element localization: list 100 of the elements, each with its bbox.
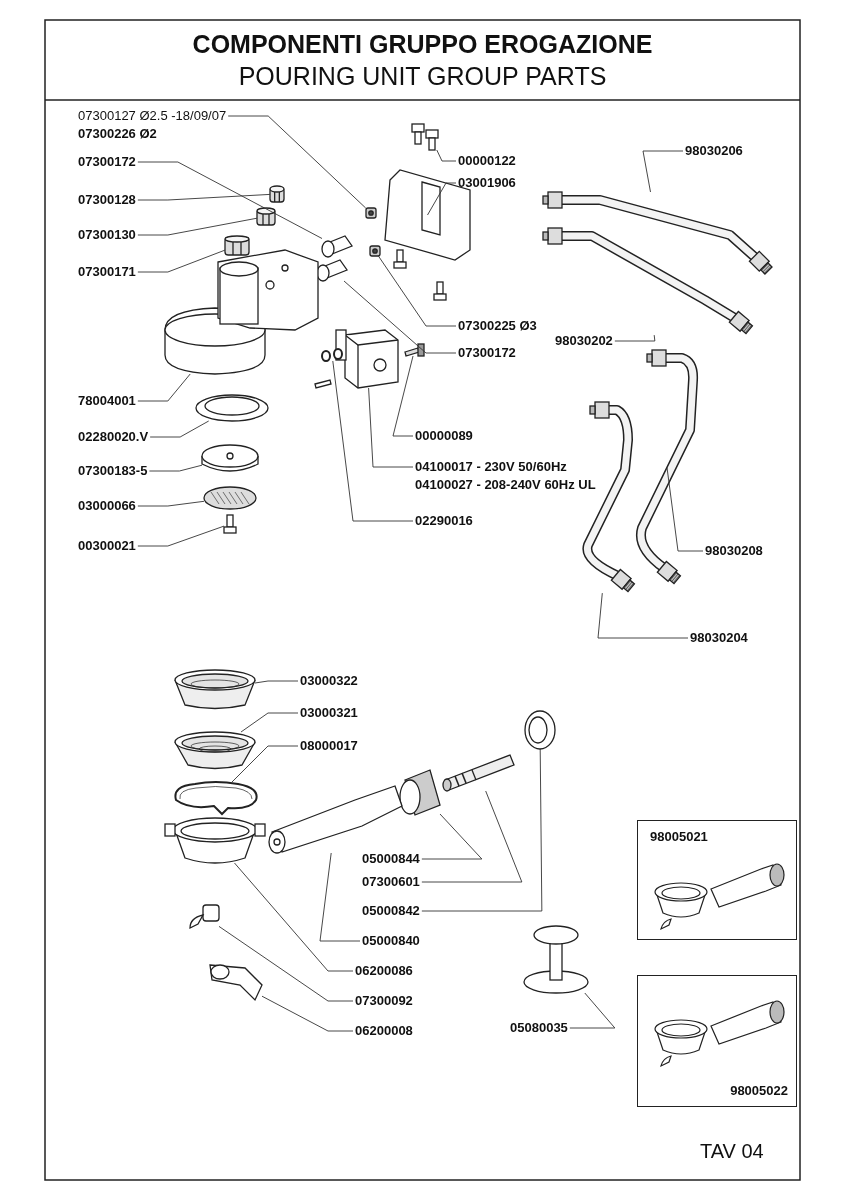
leader-line	[240, 712, 299, 733]
leader-line	[666, 467, 704, 552]
part-number: 08000017	[300, 737, 358, 755]
part-number: 07300172	[458, 344, 516, 362]
part-number: 98005022	[730, 1083, 788, 1098]
leader-line	[137, 161, 323, 239]
screw-drawing	[223, 514, 237, 534]
leader-line	[231, 745, 299, 783]
screw-drawing	[425, 129, 439, 151]
part-number: 04100017 - 230V 50/60Hz	[415, 458, 567, 476]
leader-line	[368, 387, 414, 468]
part-number: 07300171	[78, 263, 136, 281]
part-number: 07300225 Ø3	[458, 317, 537, 335]
part-number: 07300128	[78, 191, 136, 209]
leader-line	[261, 995, 354, 1032]
part-number: 06200086	[355, 962, 413, 980]
part-number: 07300172	[78, 153, 136, 171]
leader-line	[377, 255, 457, 327]
leader-line	[319, 852, 361, 942]
part-number: 98030202	[555, 332, 613, 350]
leader-line	[332, 360, 414, 522]
part-number: 00000122	[458, 152, 516, 170]
leader-line	[137, 500, 205, 507]
leader-line	[436, 149, 457, 162]
leader-line	[149, 420, 210, 438]
filter-basket-drawing	[174, 669, 256, 710]
subtitle: POURING UNIT GROUP PARTS	[237, 62, 608, 91]
part-number: 04100027 - 208-240V 60Hz UL	[415, 476, 596, 494]
part-number: 07300226 Ø2	[78, 125, 157, 143]
filter-basket-drawing	[174, 731, 256, 770]
inset-panel	[637, 975, 797, 1107]
part-number: 00000089	[415, 427, 473, 445]
leader-line	[392, 355, 414, 437]
part-number: 05000844	[362, 850, 420, 868]
shower-screen-drawing	[203, 486, 257, 510]
handle-drawing	[268, 785, 403, 854]
leader-line	[254, 680, 299, 684]
diffuser-drawing	[201, 444, 259, 472]
tamper-drawing	[523, 925, 589, 994]
leader-line	[343, 280, 457, 354]
sheet-number: TAV 04	[700, 1140, 764, 1163]
portafilter-holder-drawing	[164, 817, 266, 864]
leader-line	[137, 525, 225, 547]
screw-drawing	[404, 343, 425, 357]
part-number: 03000322	[300, 672, 358, 690]
leader-line	[421, 790, 523, 883]
title: COMPONENTI GRUPPO EROGAZIONE	[191, 30, 654, 59]
part-number: 00300021	[78, 537, 136, 555]
leader-line	[137, 217, 258, 236]
part-number: 03000321	[300, 704, 358, 722]
leader-line	[597, 592, 689, 639]
leader-line	[137, 373, 191, 402]
part-number: 02280020.V	[78, 428, 149, 446]
part-number: 07300601	[362, 873, 420, 891]
solenoid-valve-drawing	[335, 329, 399, 389]
leader-line	[137, 249, 226, 273]
leader-line	[421, 748, 543, 912]
leader-line	[227, 115, 367, 209]
pipe-drawing	[542, 227, 754, 335]
cap-drawing	[224, 235, 250, 256]
part-number: 05000842	[362, 902, 420, 920]
part-number: 07300092	[355, 992, 413, 1010]
spout-drawing	[189, 904, 220, 929]
part-number: 06200008	[355, 1022, 413, 1040]
nozzle-drawing	[365, 207, 377, 219]
nozzle-drawing	[369, 245, 381, 257]
cap-drawing	[256, 207, 276, 226]
part-number: 07300127 Ø2.5 -18/09/07	[78, 107, 227, 125]
part-number: 07300183-5	[78, 462, 148, 480]
leader-line	[218, 925, 354, 1002]
part-number: 05000840	[362, 932, 420, 950]
leader-line	[427, 182, 457, 216]
part-number: 98030204	[690, 629, 748, 647]
o-ring-drawing	[321, 348, 343, 362]
part-number: 98005021	[650, 829, 708, 844]
pipe-drawing	[542, 191, 773, 275]
part-number: 02290016	[415, 512, 473, 530]
part-number: 05080035	[510, 1019, 568, 1037]
group-head-drawing	[164, 249, 319, 375]
fitting-drawing	[321, 235, 353, 258]
leader-line	[234, 862, 354, 972]
ring-drawing	[524, 710, 556, 750]
part-number: 98030208	[705, 542, 763, 560]
leader-line	[148, 464, 203, 472]
cap-drawing	[269, 185, 285, 203]
part-number: 03001906	[458, 174, 516, 192]
leader-line	[614, 334, 656, 342]
part-number: 03000066	[78, 497, 136, 515]
spout-drawing	[209, 964, 263, 1002]
leader-line	[137, 193, 271, 201]
inset-panel	[637, 820, 797, 940]
end-cap-drawing	[399, 769, 441, 816]
pipe-drawing	[635, 349, 699, 585]
gasket-drawing	[195, 394, 269, 422]
spring-ring-drawing	[174, 781, 258, 815]
rod-drawing	[442, 754, 515, 792]
part-number: 07300130	[78, 226, 136, 244]
part-number: 78004001	[78, 392, 136, 410]
leader-line	[642, 150, 684, 193]
leader-line	[569, 992, 616, 1029]
